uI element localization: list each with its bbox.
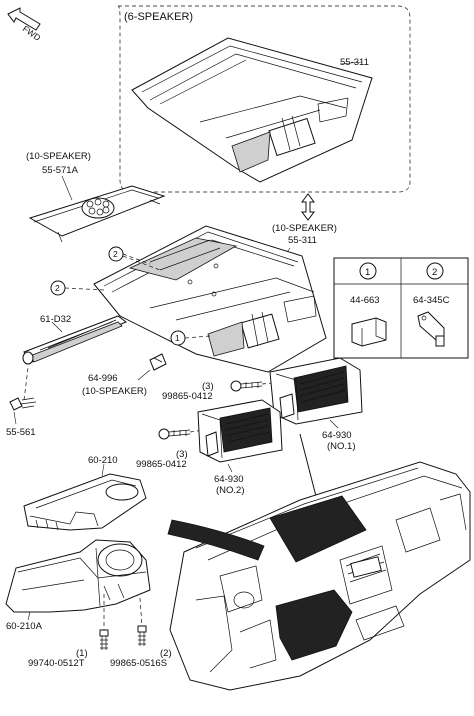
label-55-311-note: (10-SPEAKER) xyxy=(272,223,337,234)
label-64-930-no2: 64-930 xyxy=(214,474,244,485)
fwd-arrow-icon: FWD xyxy=(7,7,43,43)
part-61-d32 xyxy=(22,315,127,365)
legend-circle-1 xyxy=(359,262,377,280)
callout-1-label: 1 xyxy=(175,333,180,343)
label-55-311-six-speaker: 55-311 xyxy=(340,57,369,68)
six-speaker-group-boundary xyxy=(117,5,411,193)
legend-number-2: 2 xyxy=(432,267,437,278)
callout-2a-label: 2 xyxy=(113,249,118,259)
label-99865-0412-b-qty: (3) xyxy=(176,449,188,460)
callout-2b-label: 2 xyxy=(55,283,60,293)
label-55-571a: 55-571A xyxy=(42,165,79,176)
six-speaker-group-label: (6-SPEAKER) xyxy=(124,11,193,23)
clip-legend-table: 1 2 44-663 64-345C xyxy=(333,257,469,359)
roof-trim-10-speaker xyxy=(93,225,327,373)
column-cover-60-210 xyxy=(23,473,147,531)
part-64-996 xyxy=(149,353,167,371)
legend-circle-2 xyxy=(426,262,444,280)
label-61-d32: 61-D32 xyxy=(40,314,71,325)
label-99865-0412-a-qty: (3) xyxy=(202,381,214,392)
dashboard-overview-illustration xyxy=(167,461,471,691)
screw-99865-0412-a-icon xyxy=(230,380,283,392)
label-64-930-no1: 64-930 xyxy=(322,430,352,441)
label-99865-0412-a: 99865-0412 xyxy=(162,391,213,402)
label-64-930-no2-note: (NO.2) xyxy=(216,485,245,496)
label-64-996: 64-996 xyxy=(88,373,118,384)
label-64-930-no1-note: (NO.1) xyxy=(327,441,356,452)
updown-arrow-icon xyxy=(301,193,315,221)
label-99865-0412-b: 99865-0412 xyxy=(136,459,187,470)
legend-part-44-663: 44-663 xyxy=(350,295,380,306)
screw-99865-0516s-icon xyxy=(137,597,147,646)
dashboard-highlight-area xyxy=(269,495,367,563)
column-cover-60-210a xyxy=(5,539,151,613)
label-99865-0516s: 99865-0516S xyxy=(110,658,167,669)
label-99740-0512t-qty: (1) xyxy=(76,648,88,659)
label-64-996-note: (10-SPEAKER) xyxy=(82,386,147,397)
screw-99740-0512t-icon xyxy=(99,594,109,650)
label-99865-0516s-qty: (2) xyxy=(160,648,172,659)
vent-64-930-no1 xyxy=(269,357,363,425)
screw-55-561-icon xyxy=(9,367,37,411)
screw-99865-0412-b-icon xyxy=(158,428,205,440)
roof-trim-6-speaker xyxy=(131,37,373,183)
legend-part-64-345c: 64-345C xyxy=(413,295,450,306)
label-55-311-ten-speaker: 55-311 xyxy=(288,235,317,246)
speaker-panel-55-571a xyxy=(28,185,166,243)
label-60-210a: 60-210A xyxy=(6,621,43,632)
vent-64-930-no2 xyxy=(197,399,283,463)
label-55-561: 55-561 xyxy=(6,427,36,438)
label-55-571a-note: (10-SPEAKER) xyxy=(26,151,91,162)
label-60-210: 60-210 xyxy=(88,455,118,466)
fwd-label: FWD xyxy=(21,23,43,42)
legend-number-1: 1 xyxy=(365,267,370,278)
label-99740-0512t: 99740-0512T xyxy=(28,658,85,669)
